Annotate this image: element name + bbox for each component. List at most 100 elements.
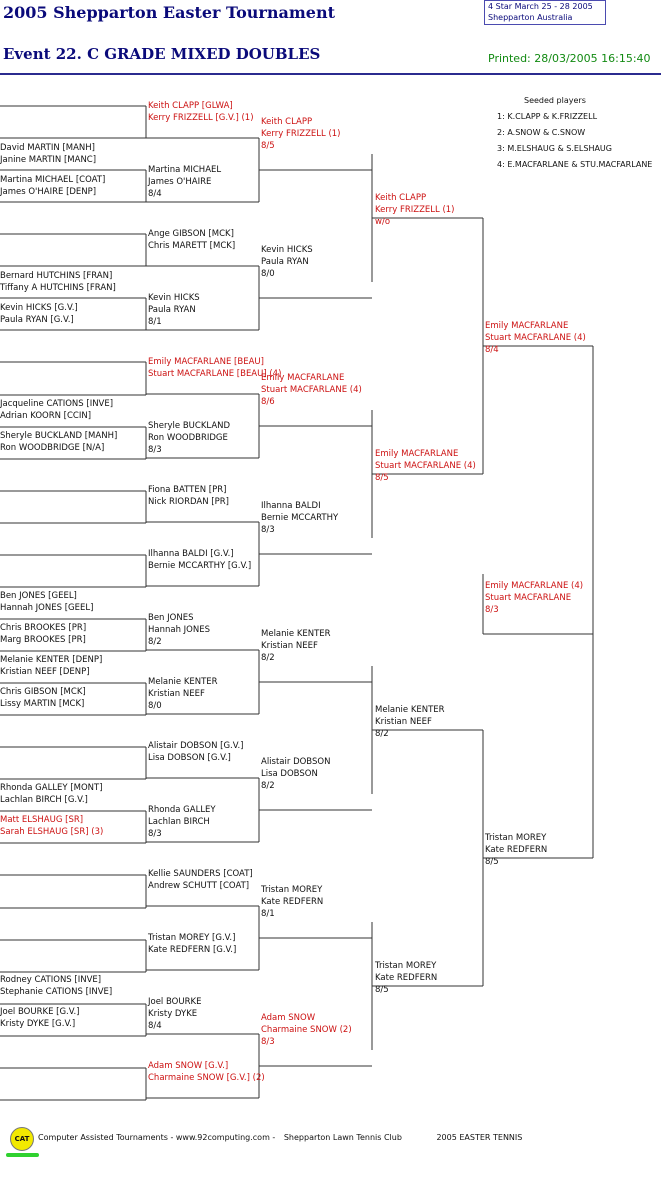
r3-score: 8/2 [261,653,275,663]
r1-player-2: Hannah JONES [GEEL] [0,603,93,613]
r1-player-2: Stephanie CATIONS [INVE] [0,987,112,997]
r1-player-2: Kristy DYKE [G.V.] [0,1019,75,1029]
event-title: Event 22. C GRADE MIXED DOUBLES [3,45,321,63]
r2-player-1: Martina MICHAEL [148,165,221,175]
r5-player-1: Emily MACFARLANE [485,321,568,331]
r2-player-2: Lisa DOBSON [G.V.] [148,753,231,763]
r5-player-1: Tristan MOREY [484,833,547,843]
r4-player-2: Kate REDFERN [375,973,437,983]
r3-player-1: Kevin HICKS [261,245,313,255]
r3-score: 8/5 [261,141,275,151]
r2-score: 8/1 [148,317,162,327]
r2-player-2: Hannah JONES [148,625,210,635]
r1-player-2: Tiffany A HUTCHINS [FRAN] [0,283,116,293]
r2-player-2: Paula RYAN [148,305,196,315]
r4-score: 8/5 [375,985,389,995]
r3-player-1: Keith CLAPP [261,117,312,127]
r2-player-1: Alistair DOBSON [G.V.] [148,741,243,751]
r1-player-1: Ben JONES [GEEL] [0,591,77,601]
footer-software: Computer Assisted Tournaments - www.92co… [38,1133,276,1142]
footer: Computer Assisted Tournaments - www.92co… [38,1133,528,1142]
r2-player-1: Kellie SAUNDERS [COAT] [148,869,253,879]
winner-player-1: Emily MACFARLANE (4) [485,581,583,591]
printed-timestamp: Printed: 28/03/2005 16:15:40 [488,52,651,65]
r4-player-2: Kristian NEEF [375,717,432,727]
info-location: Shepparton Australia [488,13,573,22]
r2-player-1: Tristan MOREY [G.V.] [147,933,235,943]
r3-player-1: Adam SNOW [261,1013,316,1023]
footer-club: Shepparton Lawn Tennis Club [283,1133,402,1142]
r3-player-2: Stuart MACFARLANE (4) [261,385,362,395]
r3-player-2: Paula RYAN [261,257,309,267]
r4-score: 8/2 [375,729,389,739]
header-divider [0,73,661,75]
r3-player-2: Kristian NEEF [261,641,318,651]
r1-player-2: Marg BROOKES [PR] [0,635,86,645]
r5-player-2: Stuart MACFARLANE (4) [485,333,586,343]
r4-player-1: Tristan MOREY [374,961,437,971]
winner-score: 8/3 [485,605,499,615]
r4-player-1: Emily MACFARLANE [375,449,458,459]
r3-score: 8/3 [261,1037,275,1047]
r1-player-1: Martina MICHAEL [COAT] [0,175,105,185]
r4-player-1: Melanie KENTER [375,705,445,715]
r3-player-2: Charmaine SNOW (2) [261,1025,352,1035]
r1-player-2: Sarah ELSHAUG [SR] (3) [0,827,103,837]
r2-player-2: Andrew SCHUTT [COAT] [148,881,249,891]
r1-player-1: Kevin HICKS [G.V.] [0,303,78,313]
r2-player-1: Ilhanna BALDI [G.V.] [148,549,234,559]
r3-player-1: Emily MACFARLANE [261,373,344,383]
r3-score: 8/1 [261,909,275,919]
info-grade-dates: 4 Star March 25 - 28 2005 [488,2,593,11]
footer-event: 2005 EASTER TENNIS [436,1133,523,1142]
r2-player-1: Melanie KENTER [148,677,218,687]
r2-score: 8/2 [148,637,162,647]
winner-player-2: Stuart MACFARLANE [485,593,571,603]
r2-player-1: Ange GIBSON [MCK] [148,229,234,239]
r3-score: 8/2 [261,781,275,791]
r5-player-2: Kate REDFERN [485,845,547,855]
r1-player-2: Janine MARTIN [MANC] [0,155,96,165]
seed-item: 2: A.SNOW & C.SNOW [497,128,586,137]
r2-player-1: Keith CLAPP [GLWA] [148,101,233,111]
r4-player-2: Kerry FRIZZELL (1) [375,205,454,215]
r3-player-2: Kerry FRIZZELL (1) [261,129,340,139]
r2-player-2: James O'HAIRE [147,177,211,187]
r2-player-2: Kristian NEEF [148,689,205,699]
r2-score: 8/4 [148,189,162,199]
r1-player-2: Adrian KOORN [CCIN] [0,411,91,421]
r1-player-1: Chris BROOKES [PR] [0,623,86,633]
r2-score: 8/4 [148,1021,162,1031]
r2-score: 8/0 [148,701,162,711]
r1-player-1: Rhonda GALLEY [MONT] [0,783,103,793]
r1-player-1: David MARTIN [MANH] [0,143,95,153]
r5-score: 8/4 [485,345,499,355]
r1-player-1: Chris GIBSON [MCK] [0,687,86,697]
logo-underline [6,1153,39,1157]
r5-score: 8/5 [485,857,499,867]
r1-player-1: Joel BOURKE [G.V.] [0,1007,80,1017]
r3-score: 8/0 [261,269,275,279]
tournament-title: 2005 Shepparton Easter Tournament [3,3,335,22]
r3-player-2: Bernie MCCARTHY [261,513,339,523]
r3-player-2: Lisa DOBSON [261,769,318,779]
r2-player-2: Stuart MACFARLANE [BEAU] (4) [148,369,281,379]
r3-player-2: Kate REDFERN [261,897,323,907]
r2-player-2: Charmaine SNOW [G.V.] (2) [148,1073,265,1083]
r3-player-1: Tristan MOREY [260,885,323,895]
r2-player-2: Ron WOODBRIDGE [148,433,228,443]
r1-player-2: Lissy MARTIN [MCK] [0,699,84,709]
r1-player-1: Rodney CATIONS [INVE] [0,975,101,985]
r2-player-1: Fiona BATTEN [PR] [148,485,226,495]
r2-player-1: Joel BOURKE [147,997,201,1007]
r2-score: 8/3 [148,829,162,839]
r2-player-1: Sheryle BUCKLAND [148,421,230,431]
r1-player-1: Matt ELSHAUG [SR] [0,815,83,825]
r2-player-1: Adam SNOW [G.V.] [148,1061,228,1071]
r2-player-2: Lachlan BIRCH [148,817,210,827]
seed-item: 4: E.MACFARLANE & STU.MACFARLANE [497,160,653,169]
r2-player-2: Nick RIORDAN [PR] [148,497,229,507]
tournament-info-box: 4 Star March 25 - 28 2005 Shepparton Aus… [484,0,606,25]
r2-player-1: Kevin HICKS [148,293,200,303]
